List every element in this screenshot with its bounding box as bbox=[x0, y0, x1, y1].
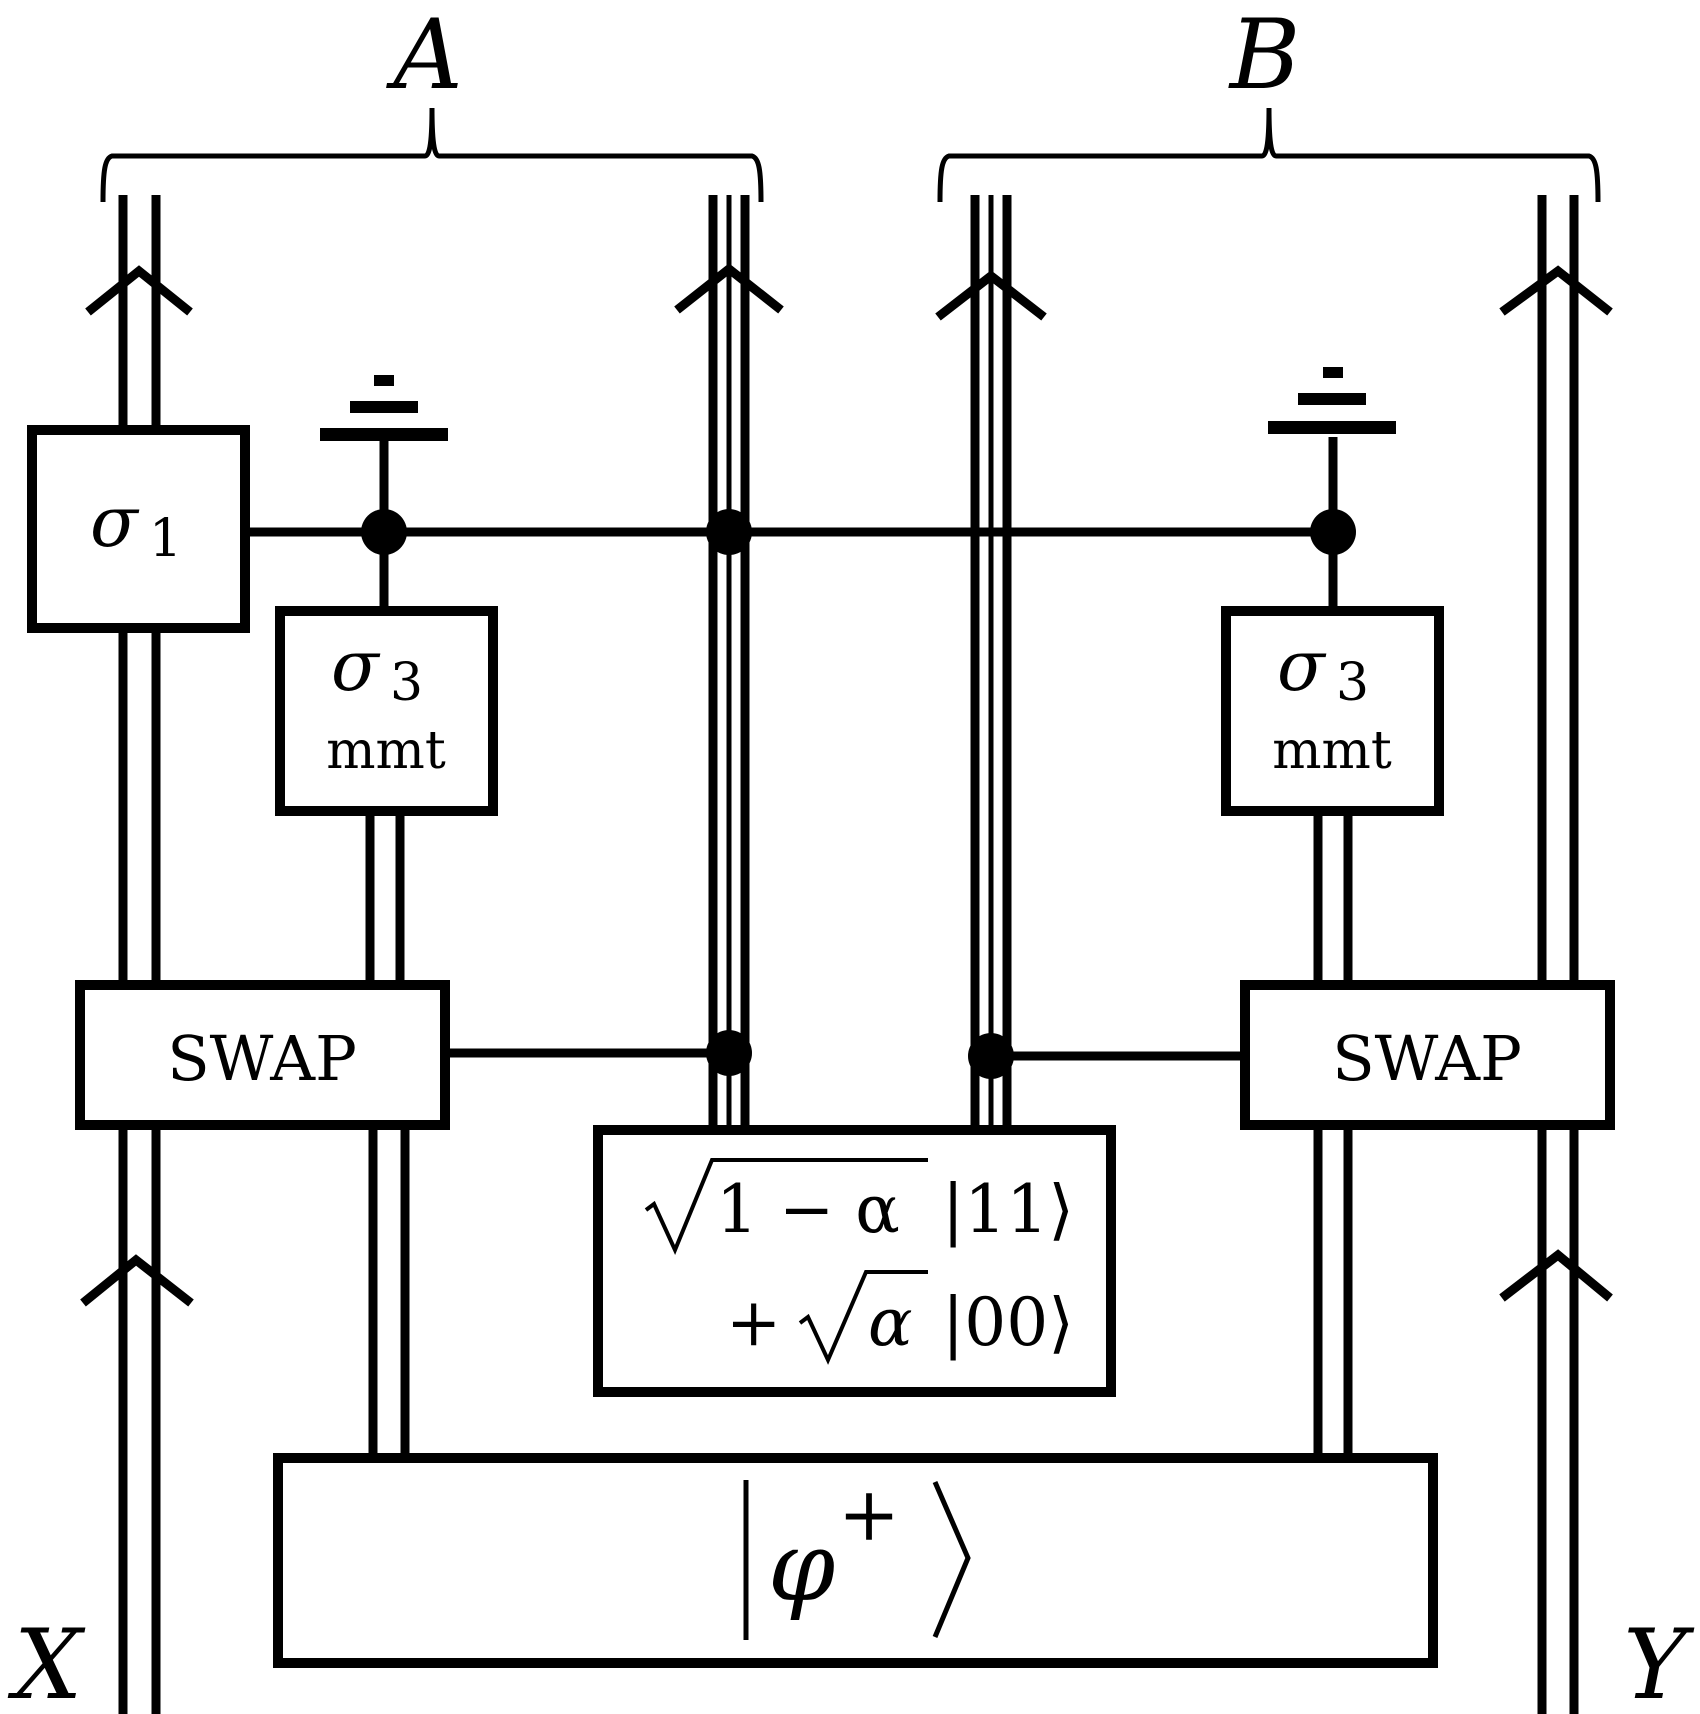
sigma3-a-caption: mmt bbox=[326, 721, 446, 781]
sigma3-b-caption: mmt bbox=[1272, 721, 1392, 781]
control-dot-top-b bbox=[1310, 509, 1356, 555]
arrow-up-x-bottom-icon bbox=[80, 1254, 194, 1307]
control-dot-top-mid bbox=[706, 509, 752, 555]
arrow-up-b1-icon bbox=[935, 270, 1047, 321]
brace-b bbox=[937, 107, 1601, 203]
ground-symbol-b bbox=[1268, 367, 1396, 434]
arrowheads bbox=[80, 263, 1613, 1307]
swap-box-a: SWAP bbox=[75, 980, 450, 1130]
resource-line2-ket: |00⟩ bbox=[942, 1284, 1074, 1361]
brace-a bbox=[100, 107, 764, 203]
system-b-label: B bbox=[1228, 0, 1301, 111]
system-a-label: A bbox=[385, 0, 462, 111]
bell-state-box: φ + bbox=[273, 1453, 1438, 1668]
control-dot-swap-b bbox=[968, 1033, 1014, 1079]
sigma3-mmt-box-b: σ 3 mmt bbox=[1221, 606, 1444, 816]
swap-a-label: SWAP bbox=[167, 1022, 357, 1095]
sqrt-sign-2-icon bbox=[798, 1270, 928, 1365]
sigma1-symbol: σ bbox=[90, 481, 140, 563]
input-y-label: Y bbox=[1623, 1609, 1695, 1714]
sigma3-a-subscript: 3 bbox=[390, 653, 423, 713]
resource-line2-plus: + bbox=[726, 1284, 781, 1361]
control-dot-top-a bbox=[361, 509, 407, 555]
swap-box-b: SWAP bbox=[1240, 980, 1615, 1130]
arrow-up-y-top-icon bbox=[1499, 265, 1613, 316]
swap-b-label: SWAP bbox=[1332, 1022, 1522, 1095]
bell-state-symbol: φ bbox=[768, 1511, 835, 1623]
sqrt-sign-1-icon bbox=[644, 1158, 928, 1256]
arrow-up-a2-icon bbox=[674, 263, 784, 314]
resource-line2-root: α bbox=[868, 1284, 913, 1361]
bell-state-superscript: + bbox=[838, 1472, 900, 1558]
sigma1-box: σ 1 bbox=[27, 425, 250, 633]
arrow-up-y-bottom-icon bbox=[1499, 1249, 1613, 1302]
control-dot-swap-a bbox=[706, 1030, 752, 1076]
ground-symbol-a bbox=[320, 375, 448, 441]
sigma3-b-subscript: 3 bbox=[1336, 653, 1369, 713]
resource-line1-ket: |11⟩ bbox=[942, 1171, 1074, 1248]
input-x-label: X bbox=[7, 1609, 86, 1714]
resource-state-box: 1 − α |11⟩ + α |00⟩ bbox=[593, 1125, 1116, 1397]
sigma3-a-symbol: σ bbox=[331, 625, 381, 707]
sigma1-subscript: 1 bbox=[149, 509, 182, 569]
resource-line1-root: 1 − α bbox=[716, 1171, 900, 1248]
bell-ket-angle-icon bbox=[932, 1481, 971, 1638]
arrow-up-x-top-icon bbox=[85, 265, 193, 316]
wires bbox=[118, 195, 1579, 1714]
sigma3-mmt-box-a: σ 3 mmt bbox=[275, 606, 498, 816]
sigma3-b-symbol: σ bbox=[1277, 625, 1327, 707]
